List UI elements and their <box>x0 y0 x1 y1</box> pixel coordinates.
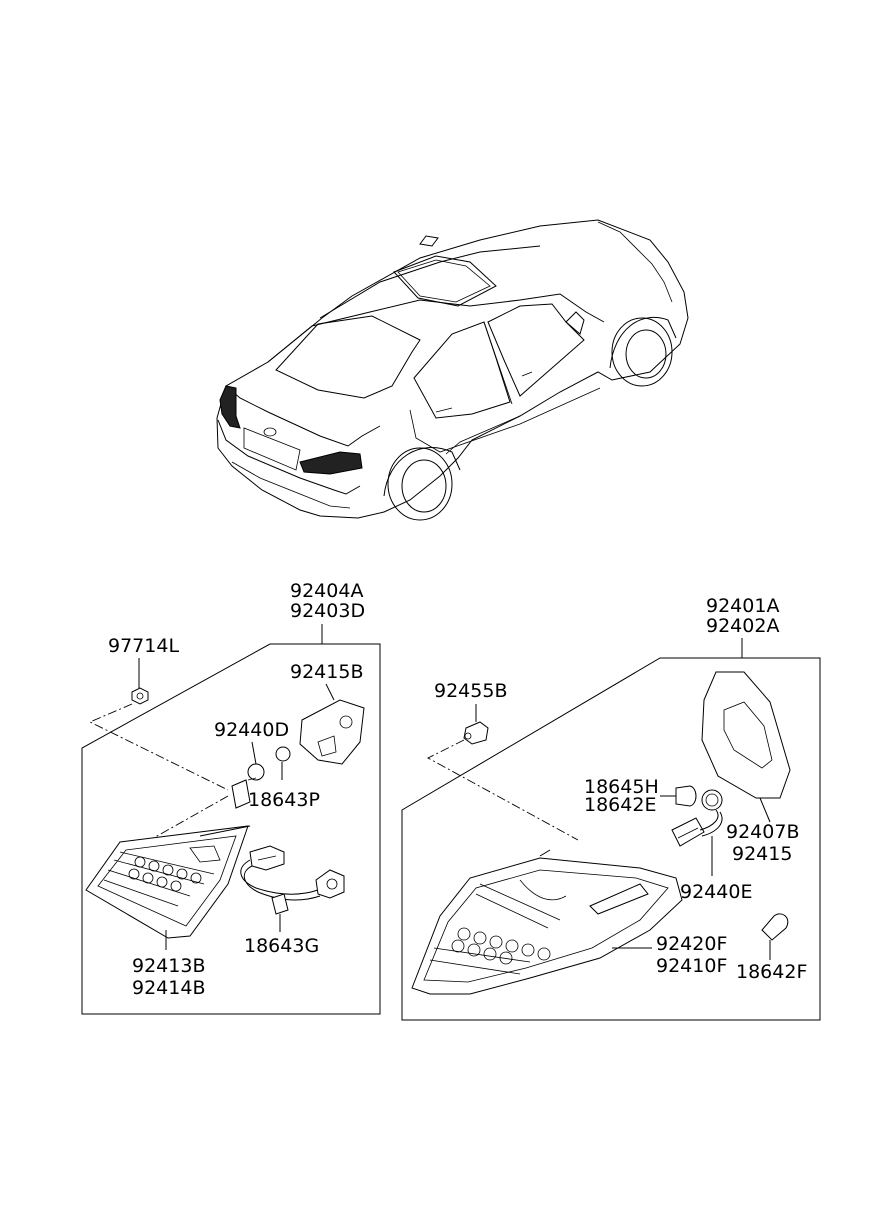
right-gasket-number-1: 92407B <box>726 821 799 843</box>
gasket-icon <box>299 699 365 765</box>
wiring-harness-icon <box>240 845 345 901</box>
left-gasket-label: 92415B <box>290 661 363 683</box>
socket-icon <box>231 763 265 809</box>
right-socket-label: 92440E <box>680 881 752 903</box>
nut-icon <box>131 687 149 705</box>
right-lamp-number-2: 92410F <box>656 955 727 977</box>
right-bulb-large-label: 18642F <box>736 961 807 983</box>
right-bulb-number-2: 18642E <box>584 794 656 816</box>
right-gasket-number-2: 92415 <box>732 843 792 865</box>
left-socket-label: 92440D <box>214 719 289 741</box>
left-lamp-number-1: 92413B <box>132 955 205 977</box>
left-assembly-number-1: 92404A <box>290 580 363 602</box>
car-illustration <box>216 219 689 521</box>
right-assembly-frame <box>401 657 821 1021</box>
inner-tail-lamp-icon <box>85 825 251 939</box>
right-nut-label: 92455B <box>434 680 507 702</box>
left-assembly-frame <box>81 643 381 1015</box>
right-bulb-number-1: 18645H <box>584 776 659 798</box>
bulb-icon <box>675 785 697 807</box>
left-lamp-number-2: 92414B <box>132 977 205 999</box>
right-assembly: 92401A 92402A 92455B 92407B 92415 18645H… <box>401 595 821 1021</box>
right-assembly-number-1: 92401A <box>706 595 779 617</box>
outer-tail-lamp-icon <box>411 849 683 995</box>
left-bulb-small-label: 18643P <box>248 789 320 811</box>
left-bulb-holder-label: 18643G <box>244 935 319 957</box>
right-assembly-number-2: 92402A <box>706 615 779 637</box>
nut-icon <box>463 721 489 745</box>
right-lamp-number-1: 92420F <box>656 933 727 955</box>
left-assembly: 92404A 92403D 97714L 92415B 92440D <box>81 580 381 1015</box>
bulb-holder-icon <box>271 893 289 915</box>
gasket-icon <box>701 671 791 799</box>
large-bulb-icon <box>761 913 789 941</box>
left-nut-label: 97714L <box>108 635 179 657</box>
socket-icon <box>671 789 723 847</box>
bulb-icon <box>275 746 291 762</box>
left-assembly-number-2: 92403D <box>290 600 365 622</box>
